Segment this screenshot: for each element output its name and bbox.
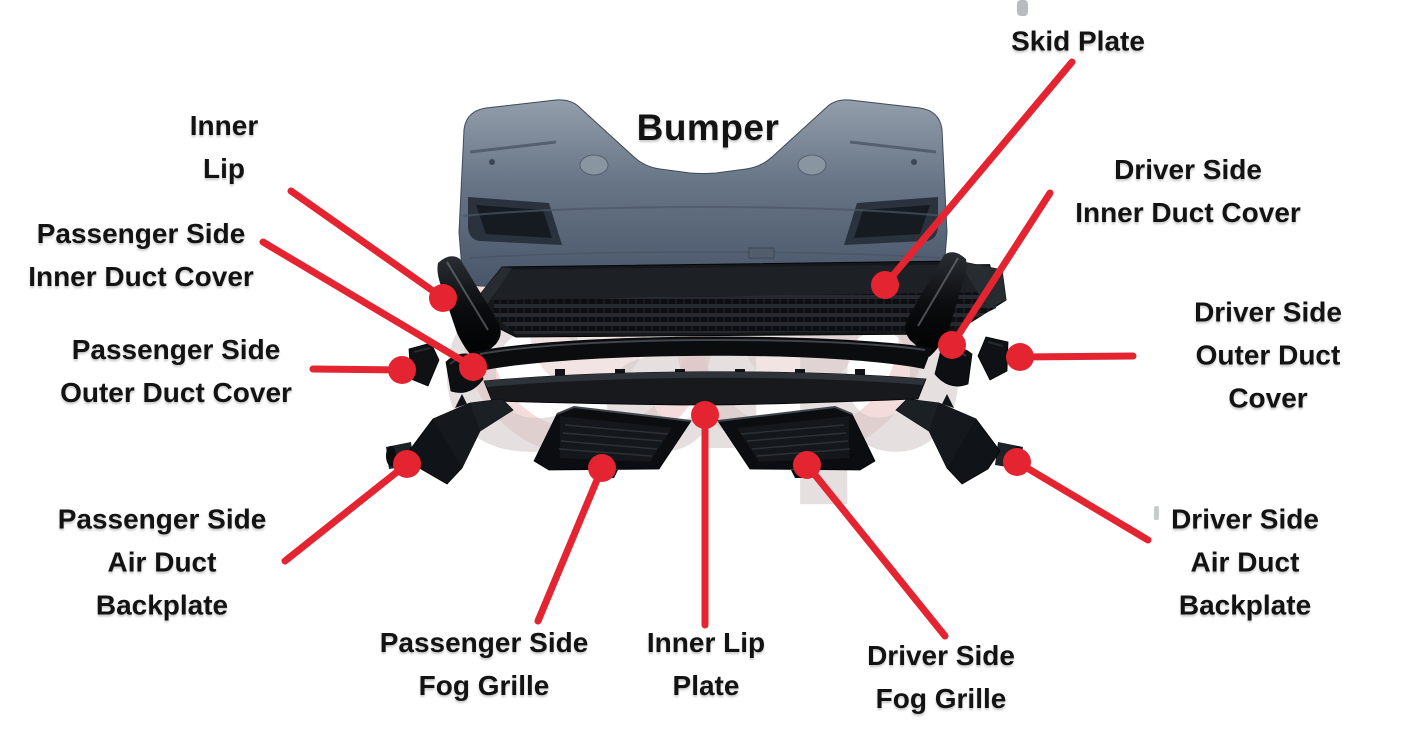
callout-dot-passenger-air-duct-backplate: [393, 450, 421, 478]
callout-line-driver-outer-duct-cover: [1016, 352, 1137, 361]
skid-plate-part: [465, 260, 1007, 338]
callout-dot-driver-inner-duct-cover: [938, 331, 966, 359]
label-passenger-inner-duct-cover: Passenger Side Inner Duct Cover: [28, 218, 254, 292]
photo-artifact-right: [1154, 506, 1159, 520]
label-inner-lip: Inner Lip: [189, 110, 259, 184]
callout-dot-passenger-inner-duct-cover: [459, 353, 487, 381]
inner-lip-part: [437, 252, 967, 371]
callout-line-passenger-air-duct-backplate: [281, 460, 411, 565]
callout-dot-passenger-outer-duct-cover: [388, 356, 416, 384]
label-driver-air-duct-backplate: Driver Side Air Duct Backplate: [1171, 503, 1319, 621]
callout-dot-inner-lip: [429, 284, 457, 312]
driver-air-duct-backplate-part: [895, 394, 1023, 485]
callout-line-inner-lip: [287, 187, 447, 302]
callout-dot-inner-lip-plate: [691, 401, 719, 429]
callout-line-driver-inner-duct-cover: [948, 189, 1054, 349]
callout-dot-driver-fog-grille: [793, 451, 821, 479]
photo-artifact-top: [1017, 0, 1028, 16]
driver-outer-duct-cover-part: [977, 336, 1009, 381]
label-passenger-outer-duct-cover: Passenger Side Outer Duct Cover: [60, 334, 292, 408]
callout-dot-driver-outer-duct-cover: [1006, 343, 1034, 371]
label-bumper: Bumper: [636, 107, 780, 148]
label-passenger-fog-grille: Passenger Side Fog Grille: [379, 627, 589, 701]
driver-fog-grille-part: [717, 405, 876, 478]
bumper-part: [458, 99, 948, 289]
label-driver-outer-duct-cover: Driver Side Outer Duct Cover: [1194, 296, 1342, 414]
callout-line-driver-air-duct-backplate: [1013, 458, 1152, 544]
callout-line-passenger-outer-duct-cover: [309, 365, 406, 374]
label-inner-lip-plate: Inner Lip Plate: [646, 627, 766, 701]
callout-dot-passenger-fog-grille: [588, 454, 616, 482]
callout-line-driver-fog-grille: [803, 461, 949, 640]
passenger-outer-duct-cover-part: [408, 342, 440, 387]
callout-dot-driver-air-duct-backplate: [1003, 448, 1031, 476]
label-driver-inner-duct-cover: Driver Side Inner Duct Cover: [1075, 154, 1301, 228]
callout-dot-skid-plate: [871, 271, 899, 299]
inner-lip-plate-part: [483, 369, 927, 406]
callout-line-passenger-fog-grille: [534, 464, 606, 625]
callout-line-skid-plate: [881, 58, 1076, 289]
passenger-fog-grille-part: [533, 405, 692, 478]
callout-line-passenger-inner-duct-cover: [259, 238, 477, 371]
label-driver-fog-grille: Driver Side Fog Grille: [867, 640, 1015, 714]
callouts-layer: [259, 58, 1152, 640]
label-skid-plate: Skid Plate: [1011, 25, 1145, 57]
label-passenger-air-duct-backplate: Passenger Side Air Duct Backplate: [57, 503, 267, 621]
